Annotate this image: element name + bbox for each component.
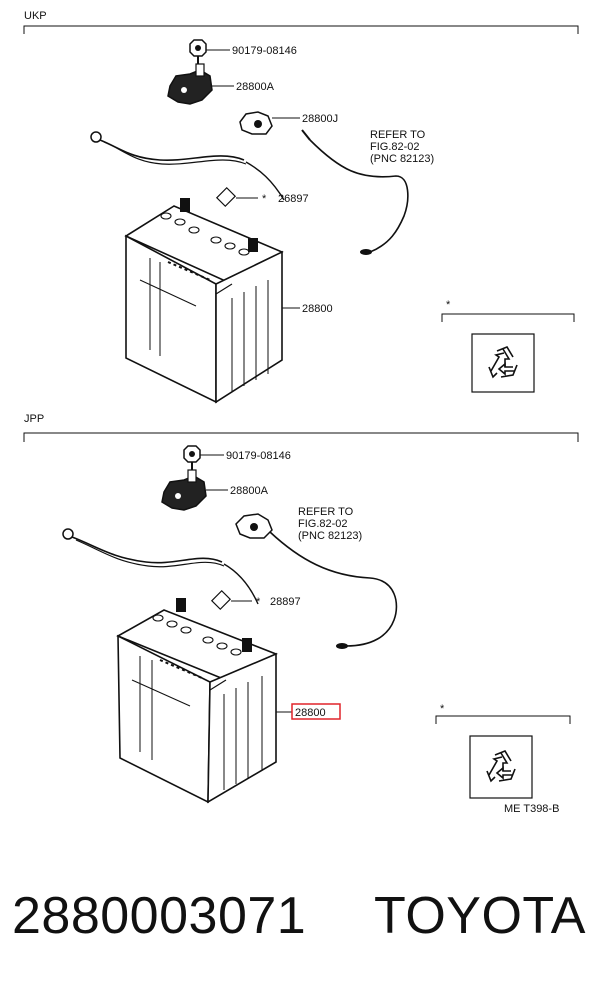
label-sticker-icon — [215, 186, 237, 208]
callout-terminal: 28800J — [302, 113, 338, 125]
svg-text:(PNC 82123): (PNC 82123) — [370, 153, 434, 165]
parts-diagram: UKP 90179-08146 28800A 28800J — [23, 10, 579, 815]
positive-cable — [269, 531, 398, 649]
callout-battery-highlight — [291, 703, 341, 720]
refer-note: REFER TO FIG.82-02 (PNC 82123) — [370, 129, 434, 165]
battery-icon — [124, 198, 284, 404]
negative-cable — [62, 528, 259, 605]
section-bracket — [23, 25, 579, 34]
section-label: UKP — [24, 10, 47, 22]
brand-name: TOYOTA — [374, 887, 586, 945]
svg-text:REFER TO: REFER TO — [298, 506, 354, 518]
callout-bolt: 90179-08146 — [232, 45, 297, 57]
recycle-note: * — [435, 703, 571, 799]
note-mark: * — [446, 299, 451, 311]
section-bracket — [23, 432, 579, 442]
svg-text:FIG.82-02: FIG.82-02 — [370, 141, 420, 153]
bolt-icon — [189, 39, 207, 66]
terminal-icon — [235, 513, 273, 539]
section-ukp: UKP 90179-08146 28800A 28800J — [23, 10, 579, 404]
terminal-icon — [239, 111, 273, 135]
footer: 2880003071 TOYOTA — [12, 886, 600, 986]
label-asterisk: * — [256, 596, 261, 608]
clamp-icon — [161, 469, 207, 511]
callout-clamp: 28800A — [236, 81, 275, 93]
clamp-icon — [167, 63, 213, 105]
negative-cable — [90, 131, 285, 201]
part-number: 2880003071 — [12, 887, 307, 945]
note-mark: * — [440, 703, 445, 715]
callout-label-sticker: 28897 — [270, 596, 301, 608]
section-label: JPP — [24, 413, 44, 425]
bolt-icon — [183, 445, 201, 472]
callout-clamp: 28800A — [230, 485, 269, 497]
svg-text:(PNC 82123): (PNC 82123) — [298, 530, 362, 542]
svg-text:REFER TO: REFER TO — [370, 129, 426, 141]
positive-cable — [301, 129, 409, 255]
callout-label-sticker: 26897 — [278, 193, 309, 205]
callout-battery: 28800 — [302, 303, 333, 315]
svg-text:FIG.82-02: FIG.82-02 — [298, 518, 348, 530]
refer-note: REFER TO FIG.82-02 (PNC 82123) — [298, 506, 362, 542]
recycle-note: * — [441, 299, 575, 393]
battery-icon — [116, 598, 278, 804]
callout-bolt: 90179-08146 — [226, 450, 291, 462]
label-sticker-icon — [210, 589, 232, 611]
figure-code: ME T398-B — [504, 803, 559, 815]
callout-battery: 28800 — [295, 707, 326, 719]
label-asterisk: * — [262, 193, 267, 205]
section-jpp: JPP 90179-08146 28800A — [23, 413, 579, 815]
